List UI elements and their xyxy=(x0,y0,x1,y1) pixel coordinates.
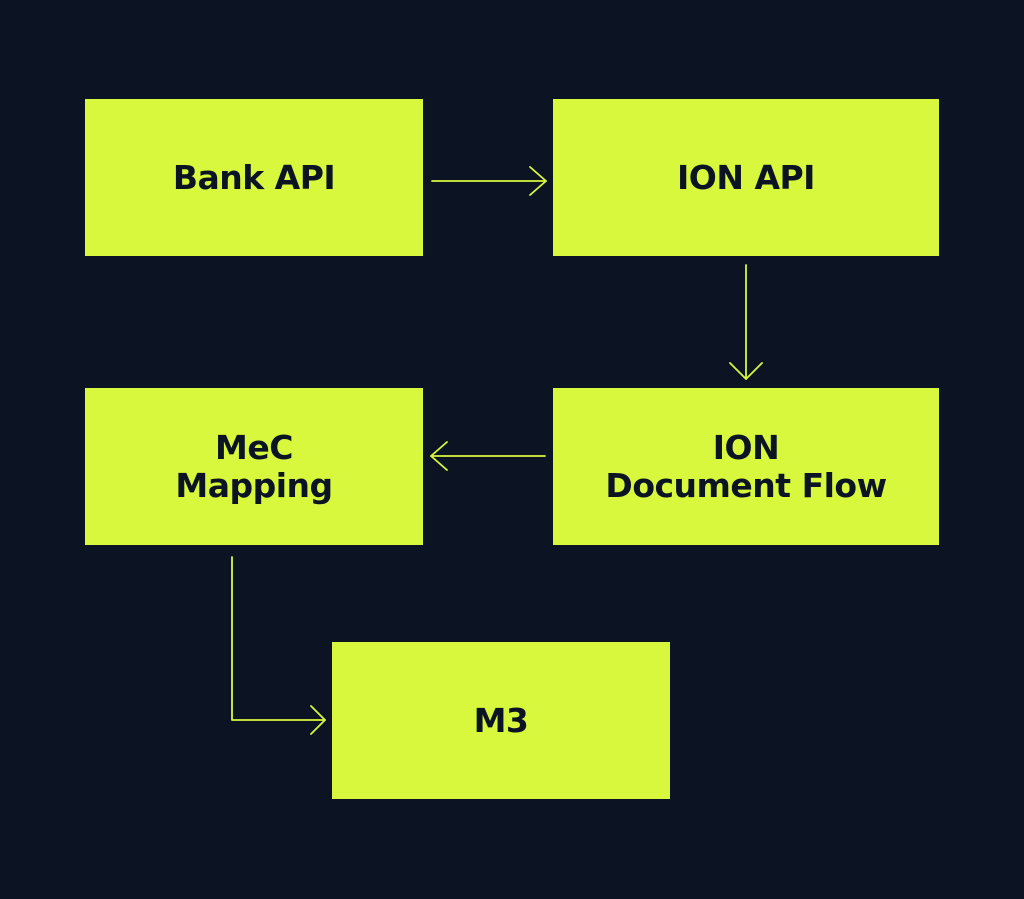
node-mec-mapping: MeC Mapping xyxy=(85,388,423,545)
node-ion-api-label: ION API xyxy=(677,157,815,197)
arrow-mec-to-m3 xyxy=(231,556,326,735)
arrow-document-flow-to-mec xyxy=(430,441,546,471)
node-bank-api-label: Bank API xyxy=(172,157,336,197)
node-m3-label: M3 xyxy=(473,700,529,740)
node-ion-document-flow-label-line2: Document Flow xyxy=(605,465,887,505)
node-bank-api: Bank API xyxy=(85,99,423,256)
arrow-bank-to-ion-api xyxy=(431,166,547,196)
node-ion-document-flow-label-line1: ION xyxy=(712,427,780,467)
arrow-ion-api-to-document-flow xyxy=(729,264,763,380)
node-ion-document-flow: ION Document Flow xyxy=(553,388,939,545)
node-m3: M3 xyxy=(332,642,670,799)
node-mec-mapping-label-line2: Mapping xyxy=(175,465,333,505)
node-mec-mapping-label-line1: MeC xyxy=(215,427,293,467)
node-ion-api: ION API xyxy=(553,99,939,256)
